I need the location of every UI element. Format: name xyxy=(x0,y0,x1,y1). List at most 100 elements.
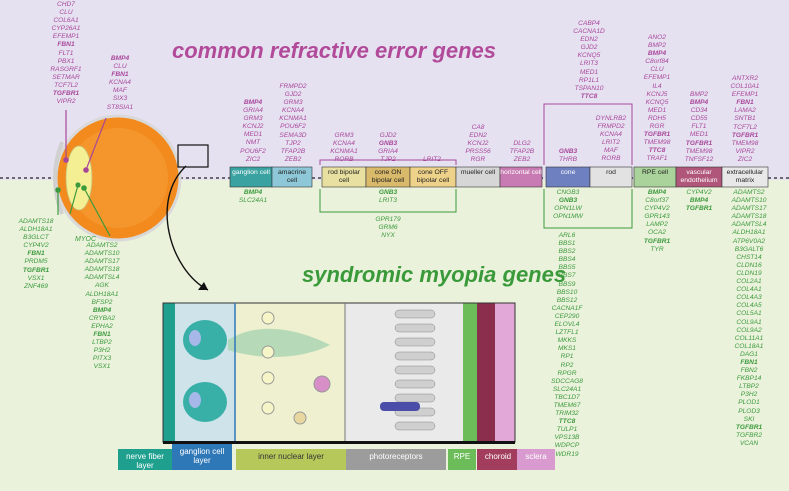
gene-label: LAMA2 xyxy=(734,107,756,115)
gene-label: COL4A1 xyxy=(736,286,762,294)
gene-label: GRIA4 xyxy=(378,148,398,156)
gene-label: VPS13B xyxy=(554,434,580,442)
gene-label: FBN1 xyxy=(57,41,75,49)
layer-label: inner nuclear layer xyxy=(236,449,346,470)
gene-label: KCNA4 xyxy=(599,131,622,139)
gene-label: ADAMTS10 xyxy=(84,250,120,258)
gene-label: TGFBR1 xyxy=(685,205,713,213)
gene-label: C8orf37 xyxy=(645,197,669,205)
gene-label: COL6A1 xyxy=(53,17,79,25)
gene-label: OPN1MW xyxy=(553,213,583,221)
gene-label: GPR179 xyxy=(375,216,401,223)
gene-label: TRIM32 xyxy=(555,410,579,418)
gene-label: TULP1 xyxy=(556,426,578,434)
gene-label: LRIT2 xyxy=(602,139,620,147)
gene-label: BBS2 xyxy=(558,248,576,256)
gene-label: P3H2 xyxy=(93,347,111,355)
gene-label: KCNMA1 xyxy=(330,148,358,156)
gene-label: POU6F2 xyxy=(280,123,306,131)
gene-label: LRIT2 xyxy=(423,156,441,163)
gene-label: ZIC2 xyxy=(737,155,753,163)
gene-label: ALDH18A1 xyxy=(85,290,119,298)
gene-label: TJP2 xyxy=(285,139,301,147)
gene-label: FBN2 xyxy=(740,367,758,375)
gene-label: PITX3 xyxy=(92,355,112,363)
gene-label: WDPCP xyxy=(554,442,580,450)
gene-label: COL10A1 xyxy=(730,83,760,91)
gene-label: KCNQ5 xyxy=(577,52,601,60)
gene-label: ST8SIA1 xyxy=(106,103,134,111)
gene-label: GRIA4 xyxy=(243,107,263,115)
gene-label: TMEM67 xyxy=(553,401,581,409)
gene-label: SDCCAG8 xyxy=(551,377,583,385)
gene-label: RP2 xyxy=(560,361,574,369)
gene-label: TGFBR1 xyxy=(735,423,763,431)
gene-label: B3GALT6 xyxy=(734,245,764,253)
gene-label: ZEB2 xyxy=(284,155,302,163)
gene-label: TFAP2B xyxy=(509,148,535,156)
gene-label: SEMA3D xyxy=(279,131,307,139)
gene-label: BFSP2 xyxy=(91,298,113,306)
gene-label: ANO2 xyxy=(648,34,666,41)
gene-label: FLT1 xyxy=(691,123,707,131)
gene-label: FBN1 xyxy=(111,71,129,79)
gene-label: CYP4V2 xyxy=(23,242,49,250)
gene-label: SETMAR xyxy=(52,73,80,81)
gene-label: FKBP14 xyxy=(736,375,762,383)
gene-label: ALDH18A1 xyxy=(19,226,53,234)
gene-label: ALDH18A1 xyxy=(732,229,766,237)
gene-label: TCF7L2 xyxy=(733,123,757,131)
refractive-bracket xyxy=(319,103,633,165)
gene-label: KCNJ2 xyxy=(242,123,264,131)
gene-label: COL5A1 xyxy=(736,310,762,318)
gene-label: DAG1 xyxy=(740,350,758,358)
gene-label: LRIT3 xyxy=(580,60,598,68)
cell-box-rpe: RPE cell xyxy=(641,169,669,176)
gene-label: CRYBA2 xyxy=(88,314,116,322)
gene-label: TGFBR1 xyxy=(685,139,713,147)
gene-label: BBS5 xyxy=(558,264,576,272)
gene-label: CABP4 xyxy=(578,20,600,27)
gene-label: COL11A1 xyxy=(734,334,764,342)
gene-label: SLC24A1 xyxy=(238,197,268,205)
gene-label: NYX xyxy=(381,232,395,240)
gene-label: RP1 xyxy=(560,353,574,361)
gene-label: RORB xyxy=(334,156,354,164)
gene-label: TNFSF12 xyxy=(684,155,714,163)
gene-label: FBN1 xyxy=(736,99,754,107)
gene-label: FRMPD2 xyxy=(279,83,307,90)
gene-label: CEP290 xyxy=(554,312,580,320)
gene-label: COL4A5 xyxy=(736,302,762,310)
gene-label: VCAN xyxy=(739,439,759,447)
gene-label: B3GLCT xyxy=(23,234,49,242)
cell-box-ganglion: ganglion cell xyxy=(232,169,270,176)
gene-label: BBS9 xyxy=(558,280,576,288)
gene-label: RDH5 xyxy=(648,114,666,122)
gene-label: CLU xyxy=(113,63,127,71)
gene-label: ELOVL4 xyxy=(554,321,580,329)
gene-label: CD55 xyxy=(690,115,708,123)
gene-label: ANTXR2 xyxy=(731,75,758,82)
eye-refractive-pointers xyxy=(63,110,107,173)
gene-label: CACNA1D xyxy=(573,28,605,36)
gene-label: CACNA1F xyxy=(551,304,583,312)
gene-label: PRDM5 xyxy=(24,258,48,266)
gene-label: CYP4V2 xyxy=(686,189,712,196)
cornea xyxy=(53,141,64,215)
gene-label: CD34 xyxy=(690,107,708,115)
gene-label: DYNLRB2 xyxy=(595,115,627,122)
gene-label: TGFBR1 xyxy=(731,131,759,139)
gene-label: THRB xyxy=(559,156,577,164)
gene-label: LTBP2 xyxy=(92,339,112,347)
gene-label: KCNMA1 xyxy=(279,115,307,123)
cell-box-rod: rod xyxy=(606,169,616,176)
